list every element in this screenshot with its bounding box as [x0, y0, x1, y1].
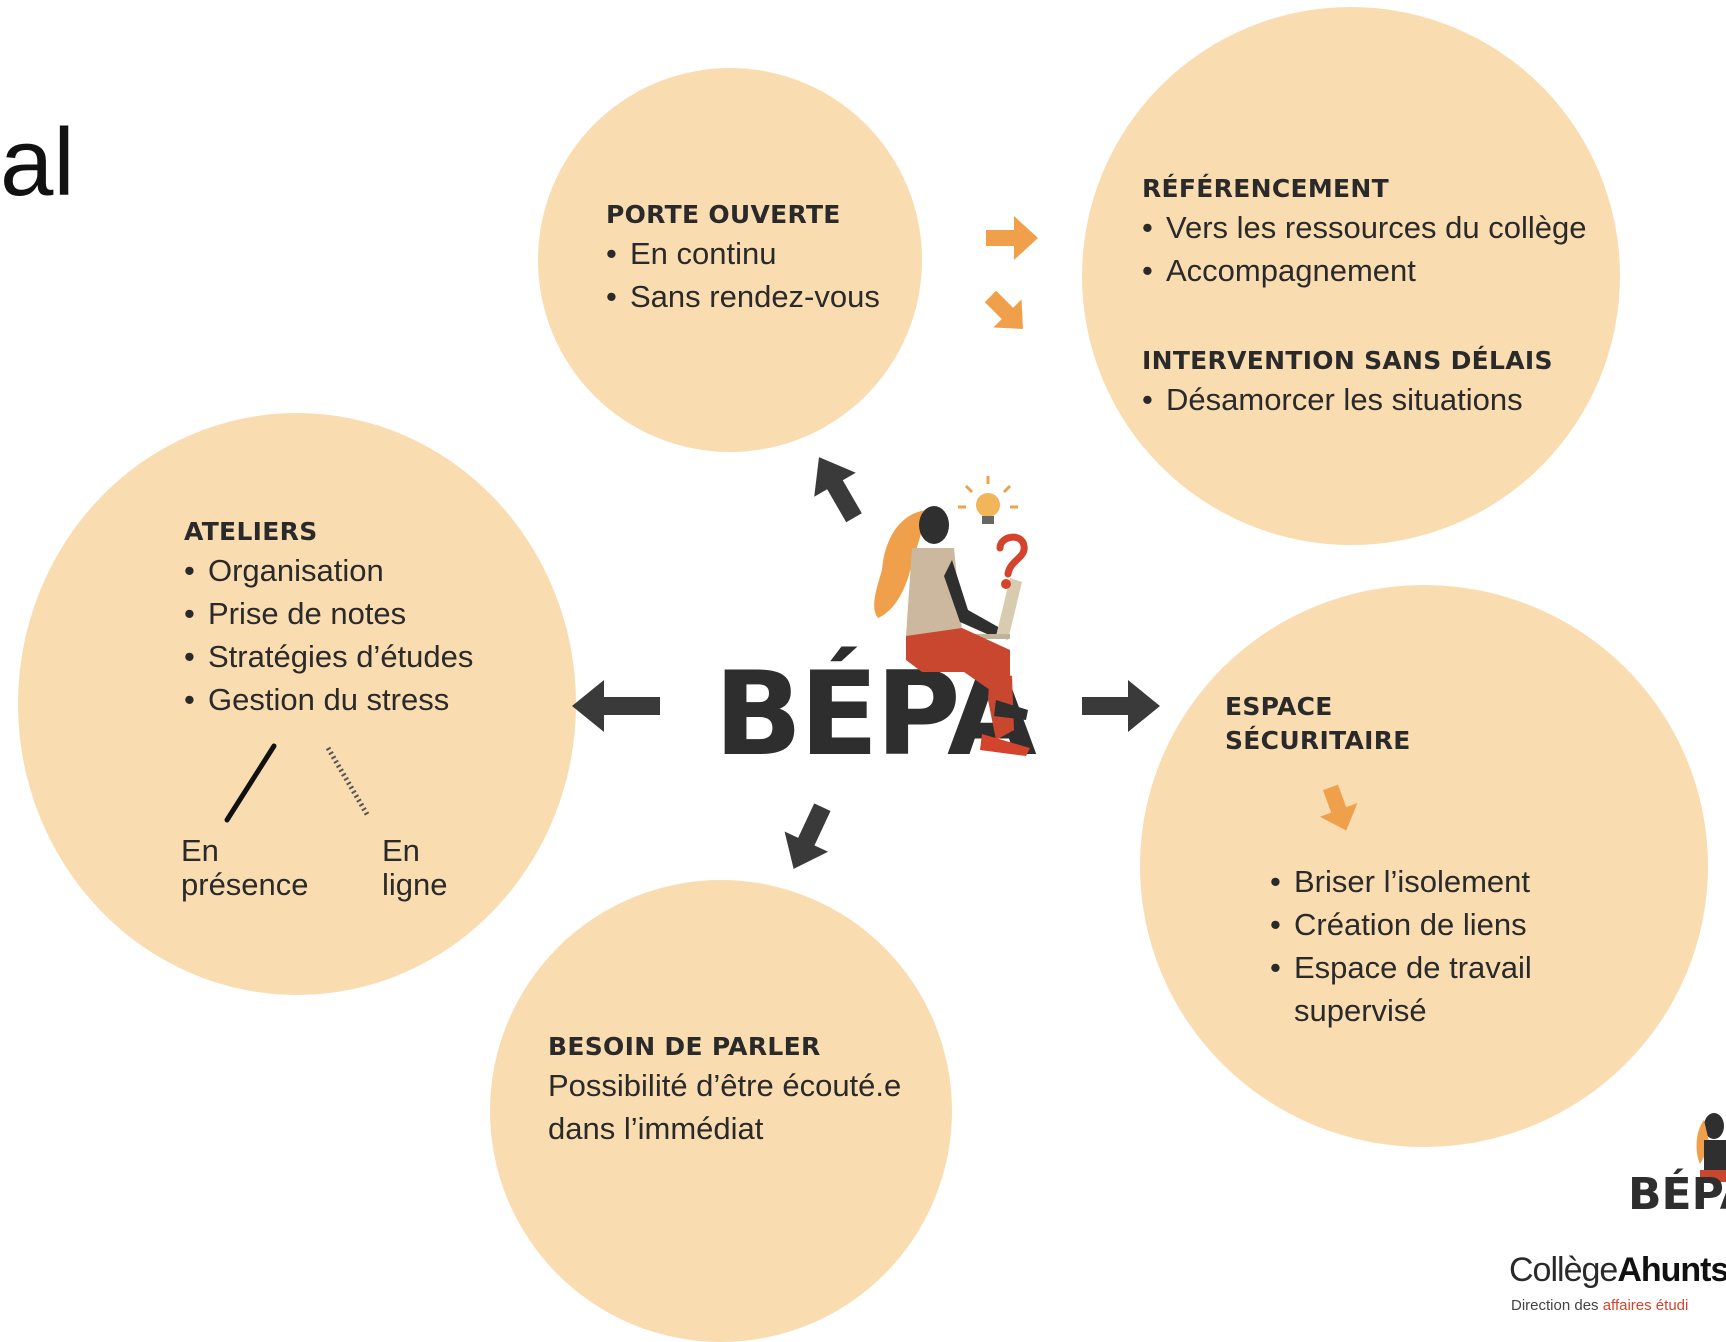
arrow-up-icon: [814, 457, 862, 523]
line-en-presence: [224, 743, 277, 823]
direction-text: Direction des: [1511, 1297, 1603, 1314]
espace-securitaire-block: ESPACE SÉCURITAIRE: [1225, 690, 1411, 758]
line-en-ligne: [325, 746, 371, 818]
espace-heading-line2: SÉCURITAIRE: [1225, 726, 1411, 755]
orange-arrow-right-icon: [986, 216, 1038, 260]
footer-bepa-logo: BÉPA: [1628, 1169, 1726, 1220]
circle-espace-securitaire: [1140, 585, 1708, 1147]
besoin-block: BESOIN DE PARLER Possibilité d’être écou…: [548, 1030, 901, 1150]
list-item: •Stratégies d’études: [184, 639, 474, 674]
page-title-fragment: al: [0, 109, 75, 216]
ahunts-word: Ahunts: [1617, 1251, 1726, 1289]
list-item: •Désamorcer les situations: [1142, 382, 1523, 417]
arrow-down-icon: [784, 803, 831, 869]
mode-en-presence: En présence: [181, 833, 309, 902]
besoin-heading: BESOIN DE PARLER: [548, 1032, 821, 1061]
list-item: •Vers les ressources du collège: [1142, 210, 1587, 245]
student-illustration-icon: [874, 476, 1030, 756]
list-item-continuation: supervisé: [1294, 993, 1427, 1028]
college-ahuntsic-logo: CollègeAhunts: [1509, 1250, 1726, 1290]
porte-ouverte-block: PORTE OUVERTE •En continu •Sans rendez-v…: [606, 198, 880, 318]
besoin-line: dans l’immédiat: [548, 1111, 764, 1146]
list-item: •Prise de notes: [184, 596, 407, 631]
besoin-line: Possibilité d’être écouté.e: [548, 1068, 902, 1103]
mode-en-ligne: En ligne: [382, 833, 448, 902]
porte-ouverte-heading: PORTE OUVERTE: [606, 200, 841, 229]
referencement-heading: RÉFÉRENCEMENT: [1142, 174, 1389, 203]
list-item: •Création de liens: [1270, 907, 1527, 942]
circle-ateliers: [18, 413, 576, 995]
direction-affaires-etudiantes: Direction des affaires étudi: [1511, 1296, 1688, 1316]
circle-porte-ouverte: [538, 68, 922, 452]
orange-arrow-down-icon: [1319, 784, 1358, 831]
list-item: •Accompagnement: [1142, 253, 1416, 288]
college-word: Collège: [1509, 1251, 1618, 1289]
affaires-text: affaires étudi: [1602, 1297, 1689, 1314]
list-item: •Gestion du stress: [184, 682, 450, 717]
list-item: •En continu: [606, 236, 777, 271]
espace-heading-line1: ESPACE: [1225, 692, 1333, 721]
referencement-block: RÉFÉRENCEMENT •Vers les ressources du co…: [1142, 172, 1586, 421]
list-item: •Espace de travail: [1270, 950, 1532, 985]
list-item: •Briser l’isolement: [1270, 864, 1531, 899]
circle-referencement: [1082, 7, 1620, 545]
footer-logo-figure-icon: [1696, 1113, 1726, 1182]
arrow-right-icon: [1082, 680, 1160, 732]
orange-arrow-down-right-icon: [984, 290, 1023, 329]
list-item: •Sans rendez-vous: [606, 279, 880, 314]
ateliers-block: ATELIERS •Organisation •Prise de notes •…: [184, 515, 473, 721]
list-item: •Organisation: [184, 553, 384, 588]
ateliers-heading: ATELIERS: [184, 517, 318, 546]
espace-list: •Briser l’isolement •Création de liens •…: [1270, 860, 1532, 1032]
intervention-heading: INTERVENTION SANS DÉLAIS: [1142, 346, 1553, 375]
circle-besoin-de-parler: [490, 880, 952, 1342]
arrow-left-icon: [572, 680, 660, 732]
